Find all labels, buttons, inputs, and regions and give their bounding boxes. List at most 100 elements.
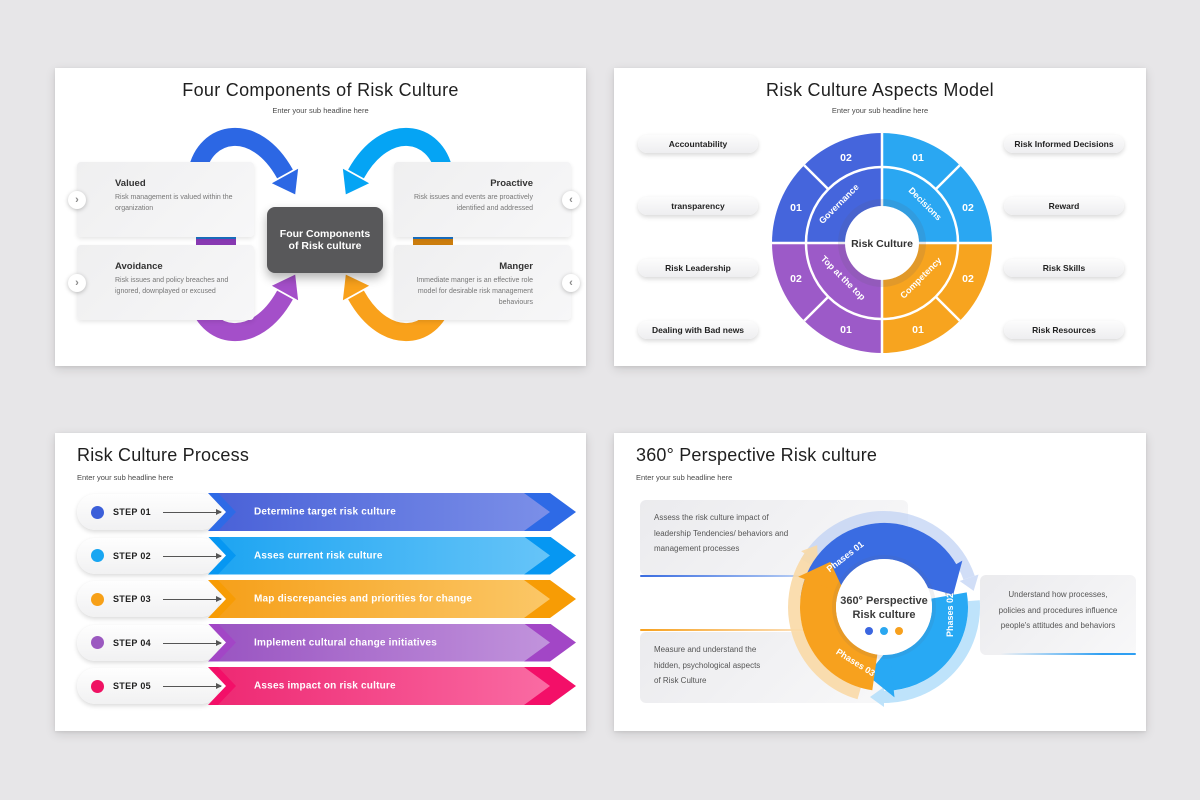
phase2-arc [888, 592, 968, 691]
note-line: Measure and understand the [654, 645, 757, 654]
accent-bar-purple-left [196, 239, 236, 245]
slide-aspects-model[interactable]: Risk Culture Aspects Model Enter your su… [614, 68, 1146, 366]
step-label: STEP 02 [113, 550, 151, 561]
note-line: Assess the risk culture impact of [654, 513, 769, 522]
segment-number: 02 [790, 273, 802, 285]
aspect-pill-reward: Reward [1004, 197, 1124, 215]
card-title: Valued [115, 178, 146, 189]
cyan-arrowhead [342, 168, 370, 195]
segment-number: 01 [912, 152, 924, 164]
step-banner: Map discrepancies and priorities for cha… [208, 580, 576, 618]
step-text: Asses current risk culture [254, 550, 383, 561]
orange-arrowhead [342, 274, 370, 301]
note-line: people's attitudes and behaviors [1000, 621, 1116, 631]
card-title: Avoidance [115, 261, 163, 272]
note-line: of Risk Culture [654, 676, 707, 686]
card-desc: Immediate manger is an effective role mo… [416, 277, 533, 306]
aspects-wheel: 02 01 01 02 02 01 02 01 Governance Decis… [772, 133, 992, 353]
phase2-arrowhead [867, 647, 895, 698]
accent-bar-orange-right [413, 239, 453, 245]
connector-arrow-icon [163, 509, 222, 515]
slide-subtitle: Enter your sub headline here [831, 106, 929, 115]
center-circle [836, 559, 932, 655]
aspect-pill-risk-resources: Risk Resources [1004, 321, 1124, 339]
step-row-1: STEP 01 Determine target risk culture [55, 493, 586, 531]
connector-arrow-icon [163, 639, 222, 646]
slide-360-perspective[interactable]: 360° Perspective Risk culture Enter your… [614, 433, 1146, 731]
step-banner: Implement cultural change initiatives [208, 623, 576, 662]
pale-blue-arrowhead [959, 574, 979, 591]
step-text: Determine target risk culture [254, 506, 396, 518]
diag-se [934, 295, 961, 322]
step-dot-icon [91, 679, 104, 693]
aspect-pill-bad-news: Dealing with Bad news [638, 321, 758, 339]
step-pill: STEP 05 [77, 668, 222, 704]
pale-lightblue-arc [883, 600, 981, 703]
pale-lightblue-arrowhead [870, 687, 884, 707]
step-pill: STEP 03 [77, 581, 222, 617]
purple-arrowhead [271, 274, 299, 301]
note-line: hidden, psychological aspects [654, 660, 761, 670]
step-label: STEP 04 [113, 637, 151, 648]
connector-arrow-icon [163, 596, 222, 602]
note-line: leadership Tendencies/ behaviors and [654, 528, 789, 538]
slide-title: Risk Culture Process [77, 445, 250, 465]
chevron-right-icon: › [68, 273, 86, 292]
connector-arrow-icon [163, 683, 222, 689]
step-label: STEP 03 [113, 594, 151, 604]
slide-subtitle: Enter your sub headline here [272, 106, 369, 115]
dot-lightblue-icon [880, 627, 888, 635]
card-avoidance: › Avoidance Risk issues and policy breac… [68, 245, 254, 320]
wheel-center-label: Risk Culture [851, 238, 913, 250]
phase3-arc [800, 578, 879, 691]
segment-number: 02 [840, 152, 852, 164]
diag-sw [803, 295, 830, 322]
step-text: Asses impact on risk culture [254, 680, 396, 692]
step-banner: Asses current risk culture [208, 536, 576, 575]
step-label: STEP 05 [113, 681, 151, 691]
segment-number: 02 [962, 202, 974, 214]
step-banner: Determine target risk culture [208, 493, 576, 531]
chevron-left-icon: ‹ [562, 190, 580, 209]
step-dot-icon [91, 592, 104, 606]
dot-blue-icon [865, 627, 873, 635]
card-desc: Risk management is valued within the org… [115, 194, 233, 212]
diag-ne [934, 164, 961, 191]
step-row-5: STEP 05 Asses impact on risk culture [55, 667, 586, 705]
slide-subtitle: Enter your sub headline here [77, 473, 174, 482]
aspect-pill-accountability: Accountability [638, 135, 758, 153]
chevron-right-icon: › [68, 190, 86, 209]
orange-topline [640, 629, 875, 631]
chevron-left-icon: ‹ [562, 273, 580, 292]
segment-number: 02 [962, 273, 974, 285]
center-line1: 360° Perspective [840, 595, 928, 607]
phases-ring-graphic: Phases 01 Phases 02 Phases 03 360° Persp… [788, 511, 981, 707]
step-dot-icon [91, 505, 104, 519]
segment-number: 01 [912, 324, 924, 336]
pale-orange-arc [788, 553, 861, 700]
card-proactive: ‹ Proactive Risk issues and events are p… [394, 162, 580, 237]
blue-underline-right [1000, 653, 1136, 655]
pale-orange-arrowhead [801, 545, 818, 563]
step-banner: Asses impact on risk culture [208, 667, 576, 705]
card-valued: › Valued Risk management is valued withi… [68, 162, 254, 237]
phase2-label: Phases 02 [945, 593, 955, 637]
aspect-pill-transparency: transparency [638, 197, 758, 215]
step-row-3: STEP 03 Map discrepancies and priorities… [55, 580, 586, 618]
dot-orange-icon [895, 627, 903, 635]
slide-subtitle: Enter your sub headline here [636, 473, 733, 482]
slide-title: Four Components of Risk Culture [182, 80, 459, 100]
cyan-curved-arrow [348, 127, 453, 179]
step-pill: STEP 04 [77, 624, 222, 661]
card-title: Manger [499, 261, 533, 272]
card-desc: Risk issues and policy breaches and igno… [115, 277, 229, 295]
note-line: Understand how processes, [1008, 590, 1108, 599]
segment-number: 01 [840, 324, 852, 336]
slide-four-components[interactable]: Four Components of Risk Culture Enter yo… [55, 68, 586, 366]
slide-title: 360° Perspective Risk culture [636, 445, 878, 465]
step-dot-icon [91, 636, 104, 649]
diag-nw [803, 164, 830, 191]
card-desc: Risk issues and events are proactively i… [413, 194, 533, 212]
card-manger: ‹ Manger Immediate manger is an effectiv… [394, 245, 580, 320]
slide-process[interactable]: Risk Culture Process Enter your sub head… [55, 433, 586, 731]
